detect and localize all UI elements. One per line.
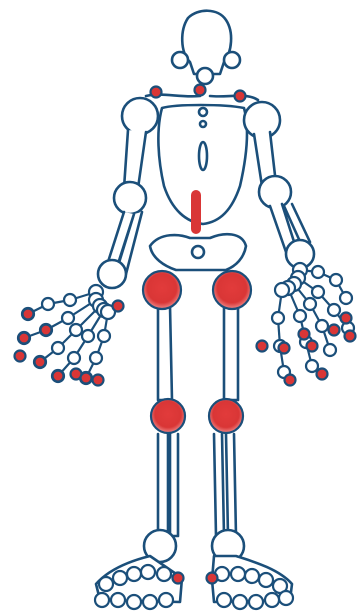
finger-joint-right	[312, 286, 324, 298]
finger-right-affected	[307, 341, 318, 352]
elbow-right-joint	[259, 176, 291, 208]
neck-joint	[197, 68, 213, 84]
elbow-left-joint	[114, 182, 146, 214]
finger-right-affected	[285, 375, 296, 386]
finger-right-affected	[345, 331, 356, 342]
toe-joint-right	[231, 567, 245, 581]
finger-left-affected	[23, 309, 34, 320]
finger-joint-right	[324, 344, 336, 356]
sternum-body	[199, 142, 207, 170]
finger-left-affected	[19, 333, 30, 344]
hip-right-affected	[213, 271, 251, 309]
finger-left-affected	[53, 371, 64, 382]
toe-joint-left	[141, 565, 155, 579]
finger-left-affected	[35, 357, 46, 368]
finger-right-affected	[279, 343, 290, 354]
finger-right-affected	[341, 313, 352, 324]
knee-right-affected	[209, 399, 243, 433]
wrist-left-affected	[113, 301, 124, 312]
sternum-mark	[200, 121, 206, 127]
hand-and-foot-joints	[18, 263, 354, 609]
skull	[182, 11, 231, 74]
finger-left-affected	[41, 325, 52, 336]
sacrum	[192, 246, 204, 258]
lumbar-spine-affected	[191, 190, 201, 234]
finger-left-affected	[93, 375, 104, 386]
toe-joint-left	[159, 593, 173, 607]
sternum-notch	[199, 108, 207, 116]
finger-right-affected	[329, 325, 340, 336]
finger-joint-left	[68, 352, 80, 364]
toe-joint-left	[99, 577, 113, 591]
humerus-left	[124, 130, 146, 188]
skeleton-outline	[96, 11, 314, 602]
finger-joint-left	[90, 352, 102, 364]
toe-joint-left	[95, 593, 109, 607]
finger-joint-left	[98, 330, 110, 342]
toe-joint-right	[217, 593, 231, 607]
finger-joint-right	[312, 266, 324, 278]
finger-joint-right	[340, 292, 352, 304]
tibia-right	[214, 434, 236, 536]
shoulder-left-joint	[122, 98, 158, 134]
finger-joint-right	[330, 274, 342, 286]
finger-joint-right	[275, 283, 289, 297]
hip-left-affected	[143, 271, 181, 309]
finger-joint-left	[42, 298, 54, 310]
finger-joint-right	[316, 320, 328, 332]
finger-joint-left	[62, 312, 74, 324]
toe-joint-right	[265, 593, 279, 607]
toe-joint-left	[157, 567, 171, 581]
toe-right-affected	[207, 573, 218, 584]
finger-right-affected	[257, 341, 268, 352]
toe-joint-left	[127, 595, 141, 609]
jaw-left-joint	[172, 52, 188, 68]
knee-left-affected	[151, 399, 185, 433]
finger-joint-right	[294, 310, 306, 322]
toe-joint-right	[259, 573, 273, 587]
finger-joint-right	[306, 360, 318, 372]
tibia-left	[158, 434, 178, 536]
toe-joint-right	[245, 569, 259, 583]
finger-right-affected	[299, 329, 310, 340]
shoulder-right-joint	[244, 102, 280, 138]
finger-joint-left	[64, 294, 76, 306]
finger-left-affected	[81, 373, 92, 384]
toe-joint-right	[279, 591, 293, 605]
toe-joint-right	[233, 595, 247, 609]
finger-right-affected	[317, 369, 328, 380]
toe-joint-left	[127, 567, 141, 581]
sternoclavicular-right-affected	[235, 91, 246, 102]
sternal-affected	[195, 85, 206, 96]
sternoclavicular-left-affected	[151, 87, 162, 98]
finger-joint-right	[328, 304, 340, 316]
finger-joint-right	[272, 312, 284, 324]
toe-joint-left	[113, 571, 127, 585]
finger-joint-left	[82, 330, 94, 342]
toe-left-affected	[173, 573, 184, 584]
finger-joint-right	[304, 298, 316, 310]
toe-joint-right	[249, 595, 263, 609]
finger-left-affected	[15, 351, 26, 362]
wrist-left-joint	[98, 260, 126, 288]
toe-joint-left	[143, 595, 157, 609]
toe-joint-left	[111, 593, 125, 607]
femur-right	[224, 306, 238, 400]
femur-left	[158, 306, 172, 400]
finger-joint-left	[52, 342, 64, 354]
finger-joint-left	[70, 324, 82, 336]
jaw-right-joint	[224, 52, 240, 68]
